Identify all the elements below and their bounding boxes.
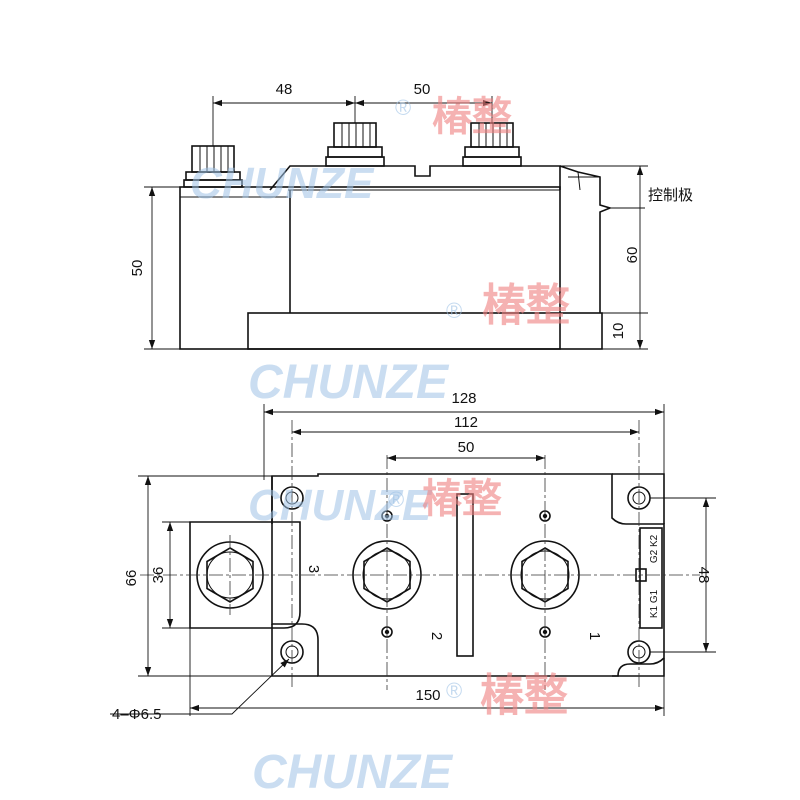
svg-text:CHUNZE: CHUNZE: [248, 481, 433, 530]
dim-66: 66: [123, 570, 140, 587]
svg-text:椿整: 椿整: [432, 94, 512, 140]
svg-text:®: ®: [395, 95, 411, 120]
svg-text:椿整: 椿整: [480, 670, 568, 721]
dim-48-right: 48: [695, 567, 712, 584]
svg-text:CHUNZE: CHUNZE: [252, 746, 454, 799]
dim-48: 48: [276, 81, 293, 98]
dim-50-bottom: 50: [458, 439, 475, 456]
side-view: 48 50 50 60 10 控制极: [129, 81, 693, 350]
terminal-label-2: 2: [428, 632, 445, 640]
svg-text:椿整: 椿整: [422, 476, 502, 522]
svg-text:®: ®: [388, 487, 404, 512]
dim-150: 150: [415, 687, 440, 704]
side-base-plate: [247, 312, 603, 350]
dim-112: 112: [454, 414, 478, 431]
terminal-label-3: 3: [305, 565, 322, 573]
gate-label-lower: K1 G1: [649, 589, 660, 618]
dim-60: 60: [624, 247, 641, 264]
svg-text:CHUNZE: CHUNZE: [248, 356, 450, 409]
terminal-label-1: 1: [586, 632, 603, 640]
dim-36: 36: [150, 567, 167, 584]
dim-10: 10: [610, 323, 627, 340]
svg-text:CHUNZE: CHUNZE: [190, 159, 375, 208]
top-body-outline: [271, 473, 665, 677]
svg-text:®: ®: [446, 298, 462, 323]
gate-label-upper: G2 K2: [649, 534, 660, 563]
gate-connector: [639, 527, 663, 629]
control-electrode-label: 控制极: [648, 187, 693, 204]
dim-50-left: 50: [129, 260, 146, 277]
left-terminal-tab: [189, 521, 301, 629]
hole-spec-label: 4–Φ6.5: [112, 706, 162, 723]
dim-128: 128: [451, 390, 476, 407]
watermark: CHUNZE ® 椿整 CHUNZE ® 椿整 CHUNZE ® 椿整 CHUN…: [190, 94, 570, 799]
svg-text:椿整: 椿整: [482, 280, 570, 331]
svg-text:®: ®: [446, 678, 462, 703]
dim-50-top: 50: [414, 81, 431, 98]
top-view: 3 2 1 G2 K2 K1 G1 128 112 50 66 36 48: [110, 390, 716, 723]
